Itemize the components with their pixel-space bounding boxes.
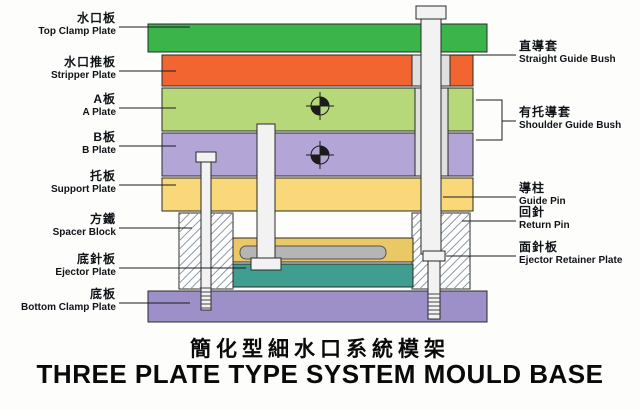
label-ejector-plate-en: Ejector Plate [55,266,116,278]
label-spacer-block-zh: 方鐵 [89,212,116,226]
leader-shoulder-guide-bush-bracket [476,99,503,141]
label-shoulder-guide-bush-zh: 有托導套 [519,105,572,119]
center-guide-pin [250,123,282,271]
label-support-plate-en: Support Plate [50,183,116,195]
label-guide-pin-zh: 導柱 [519,181,546,195]
alignment-mark-lower [306,141,334,169]
label-return-pin-en: Return Pin [519,219,570,231]
label-top-clamp-plate: 水口板 Top Clamp Plate [2,11,116,37]
label-top-clamp-plate-zh: 水口板 [76,11,116,25]
label-shoulder-guide-bush-en: Shoulder Guide Bush [519,119,622,131]
title-english: THREE PLATE TYPE SYSTEM MOULD BASE [36,359,604,389]
label-shoulder-guide-bush: 有托導套 Shoulder Guide Bush [519,105,639,131]
bottom-screw [422,250,446,320]
label-return-pin-zh: 回針 [519,205,546,219]
label-b-plate-en: B Plate [82,144,116,156]
label-stripper-plate-zh: 水口推板 [63,55,116,69]
puller-screw-threads [201,287,211,309]
label-top-clamp-plate-en: Top Clamp Plate [38,25,116,37]
ejector-bar [239,245,387,260]
label-straight-guide-bush-en: Straight Guide Bush [519,53,616,65]
label-return-pin: 回針 Return Pin [519,205,639,231]
label-a-plate-zh: A板 [93,92,116,106]
guide-pin [415,5,447,255]
label-support-plate-zh: 托板 [89,169,116,183]
label-support-plate: 托板 Support Plate [2,169,116,195]
label-stripper-plate: 水口推板 Stripper Plate [2,55,116,81]
bottom-screw-threads [428,293,440,315]
label-a-plate-en: A Plate [82,106,116,118]
alignment-mark-upper [306,92,334,120]
label-bottom-clamp-plate-en: Bottom Clamp Plate [20,301,116,313]
puller-screw [195,151,217,311]
label-straight-guide-bush: 直導套 Straight Guide Bush [519,39,639,65]
label-b-plate: B板 B Plate [2,130,116,156]
label-straight-guide-bush-zh: 直導套 [519,39,559,53]
label-ejector-retainer-plate-zh: 面針板 [519,240,559,254]
label-spacer-block-en: Spacer Block [52,226,116,238]
title-chinese: 簡化型細水口系統模架 [190,338,450,361]
label-ejector-retainer-plate-en: Ejector Retainer Plate [519,254,623,266]
label-stripper-plate-en: Stripper Plate [50,69,116,81]
label-guide-pin: 導柱 Guide Pin [519,181,639,207]
label-ejector-plate-zh: 底針板 [76,252,116,266]
label-bottom-clamp-plate-zh: 底板 [89,287,116,301]
label-b-plate-zh: B板 [93,130,116,144]
label-guide-pin-en: Guide Pin [519,195,566,207]
label-a-plate: A板 A Plate [2,92,116,118]
label-ejector-plate: 底針板 Ejector Plate [2,252,116,278]
label-ejector-retainer-plate: 面針板 Ejector Retainer Plate [519,240,639,266]
label-spacer-block: 方鐵 Spacer Block [2,212,116,238]
label-bottom-clamp-plate: 底板 Bottom Clamp Plate [2,287,116,313]
